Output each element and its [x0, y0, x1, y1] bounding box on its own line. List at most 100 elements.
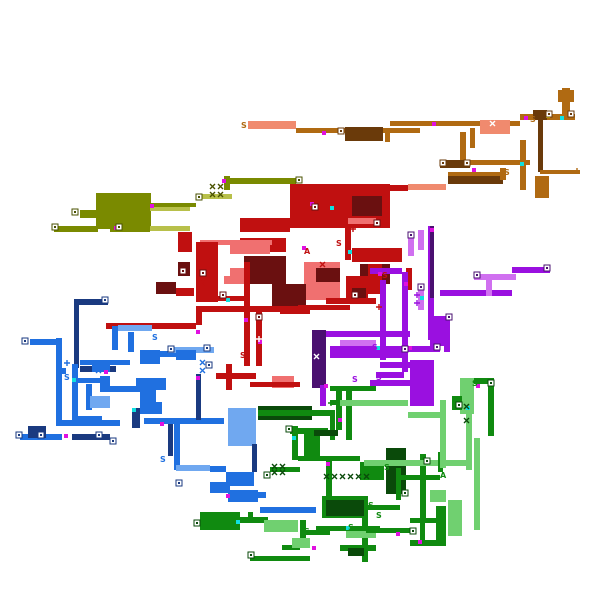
blue-corridor: [56, 368, 66, 374]
door-x-icon: [489, 120, 496, 127]
save-room-marker: S: [64, 373, 70, 382]
red-corridor: [214, 296, 250, 301]
orange-corridor: [460, 132, 466, 160]
green-room: [314, 430, 338, 436]
door-connector: [302, 246, 306, 250]
door-x-icon: [463, 403, 470, 410]
item-box-icon: [487, 379, 495, 387]
blue-corridor: [100, 386, 140, 392]
purple-corridor: [408, 238, 414, 256]
door-x-icon: [217, 183, 224, 190]
door-connector: [258, 340, 262, 344]
door-connector: [408, 346, 412, 350]
save-room-marker: S: [336, 239, 342, 248]
red-room: [224, 276, 248, 284]
door-connector: [72, 378, 76, 382]
blue-corridor: [30, 339, 56, 345]
purple-corridor: [430, 226, 434, 298]
orange-corridor: [385, 128, 390, 142]
olive-corridor: [150, 207, 190, 211]
door-connector: [132, 408, 136, 412]
olive-corridor: [150, 226, 190, 231]
olive-corridor: [224, 178, 296, 184]
plus-icon: [256, 336, 262, 342]
orange-corridor: [538, 118, 543, 172]
blue-room: [210, 482, 230, 492]
item-box-icon: [51, 223, 59, 231]
blue-corridor: [210, 466, 226, 472]
save-room-marker: S: [382, 271, 388, 280]
item-box-icon: [543, 264, 551, 272]
item-box-icon: [439, 159, 447, 167]
item-box-icon: [219, 291, 227, 299]
purple-room: [330, 346, 406, 358]
item-box-icon: [351, 291, 359, 299]
orange-corridor: [562, 88, 570, 118]
blue-corridor: [168, 424, 173, 456]
red-room: [230, 268, 250, 276]
door-connector: [418, 540, 422, 544]
green-room: [200, 512, 240, 530]
save-room-marker: S: [384, 463, 390, 472]
green-corridor: [330, 410, 335, 440]
item-box-icon: [337, 127, 345, 135]
plus-icon: [414, 300, 420, 306]
green-room: [436, 506, 446, 542]
green-corridor: [488, 384, 494, 436]
door-connector: [420, 296, 424, 300]
red-corridor: [226, 364, 232, 390]
red-room: [156, 282, 176, 294]
door-connector: [226, 494, 230, 498]
green-corridor: [336, 386, 342, 430]
door-x-icon: [199, 359, 206, 366]
door-connector: [560, 116, 564, 120]
door-connector: [346, 526, 350, 530]
door-connector: [472, 168, 476, 172]
door-connector: [236, 520, 240, 524]
item-box-icon: [193, 519, 201, 527]
green-corridor: [364, 460, 466, 466]
red-corridor: [345, 228, 351, 260]
blue-room: [136, 378, 166, 390]
olive-corridor: [80, 210, 96, 218]
door-connector: [222, 179, 226, 183]
item-box-icon: [195, 193, 203, 201]
door-connector: [312, 546, 316, 550]
blue-corridor: [260, 507, 316, 513]
door-x-icon: [323, 473, 330, 480]
green-corridor: [250, 556, 310, 561]
green-room: [264, 520, 298, 532]
door-connector: [322, 131, 326, 135]
door-connector: [338, 418, 342, 422]
green-corridor: [420, 454, 426, 518]
item-box-icon: [203, 344, 211, 352]
green-corridor: [474, 438, 480, 530]
purple-corridor: [370, 380, 412, 386]
door-x-icon: [279, 463, 286, 470]
blue-corridor: [72, 434, 110, 440]
blue-room: [144, 418, 224, 424]
door-connector: [524, 116, 528, 120]
blue-corridor: [140, 351, 196, 357]
orange-corridor: [248, 121, 296, 129]
boss-marker: A: [304, 247, 311, 256]
purple-corridor: [380, 280, 386, 360]
plus-icon: [64, 360, 70, 366]
door-connector: [326, 462, 330, 466]
door-x-icon: [355, 473, 362, 480]
red-corridor: [216, 373, 256, 379]
green-corridor: [248, 512, 253, 522]
green-room: [292, 538, 310, 548]
blue-corridor: [86, 384, 92, 410]
blue-room: [92, 362, 110, 372]
door-x-icon: [199, 367, 206, 374]
blue-corridor: [72, 364, 78, 420]
purple-corridor: [408, 346, 440, 352]
red-room: [352, 196, 382, 216]
blue-corridor: [176, 465, 210, 471]
green-corridor: [460, 378, 494, 384]
green-corridor: [400, 475, 440, 480]
door-x-icon: [313, 353, 320, 360]
save-room-marker: S: [472, 379, 478, 388]
